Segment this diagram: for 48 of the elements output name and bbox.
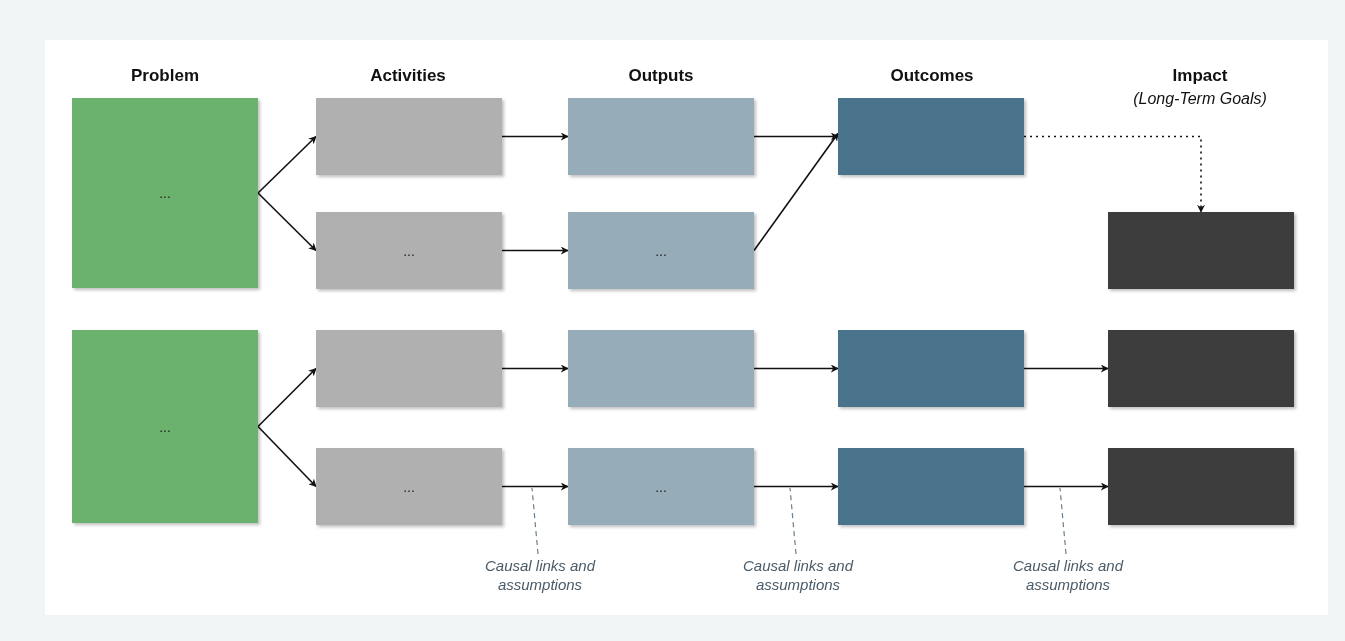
column-heading: Outcomes <box>890 66 974 86</box>
placeholder-text: ... <box>159 418 171 435</box>
process-box <box>72 330 258 523</box>
annotation-text: Causal links and assumptions <box>470 556 610 594</box>
rectangle-box <box>1108 330 1294 407</box>
placeholder-text: ... <box>159 185 171 201</box>
annotation-text: Causal links and assumptions <box>998 556 1138 594</box>
arrow <box>1023 364 1109 373</box>
arrow <box>257 192 317 252</box>
placeholder-text: ... <box>655 478 667 495</box>
process-box <box>316 212 502 289</box>
arrow <box>1023 135 1205 213</box>
column-heading: Impact <box>1172 66 1228 86</box>
arrow <box>753 482 839 491</box>
arrow <box>501 246 569 255</box>
column-heading: Outputs <box>628 66 694 86</box>
leader-line <box>531 487 539 555</box>
arrow <box>753 132 839 252</box>
arrow <box>501 364 569 373</box>
placeholder-text: ... <box>403 242 415 259</box>
arrow <box>257 425 317 488</box>
rectangle-box <box>838 98 1024 175</box>
rectangle-box <box>838 330 1024 407</box>
arrow <box>257 135 317 194</box>
process-box <box>568 212 754 289</box>
rectangle-box <box>568 98 754 175</box>
arrow <box>501 482 569 491</box>
leader-line <box>1059 487 1067 555</box>
column-heading: Problem <box>131 66 199 86</box>
rectangle-box <box>1108 448 1294 525</box>
rectangle-box <box>1108 212 1294 289</box>
annotation-text: Causal links and assumptions <box>728 556 868 594</box>
arrow <box>753 364 839 373</box>
leader-line <box>789 487 797 555</box>
rectangle-box <box>316 330 502 407</box>
process-box <box>72 98 258 288</box>
arrow <box>257 367 317 428</box>
column-subheading: (Long-Term Goals) <box>1133 90 1267 108</box>
arrow <box>501 132 569 141</box>
rectangle-box <box>316 98 502 175</box>
rectangle-box <box>568 330 754 407</box>
placeholder-text: ... <box>655 242 667 259</box>
process-box <box>316 448 502 525</box>
placeholder-text: ... <box>403 478 415 495</box>
rectangle-box <box>838 448 1024 525</box>
column-heading: Activities <box>370 66 446 86</box>
process-box <box>568 448 754 525</box>
arrow <box>1023 482 1109 491</box>
